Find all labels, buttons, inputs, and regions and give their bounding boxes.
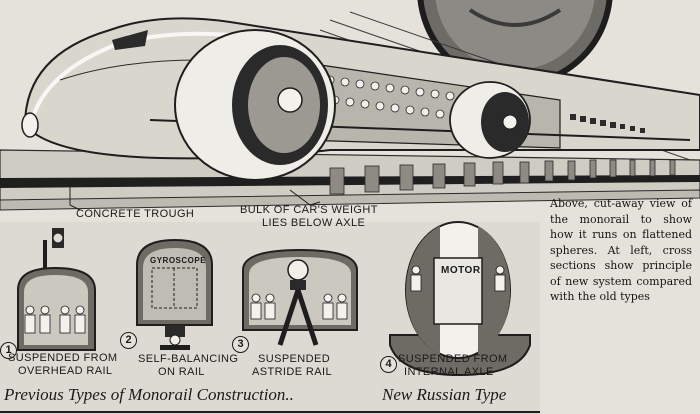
diagram-3-label-line1: SUSPENDED <box>258 353 331 365</box>
diagram-4-label-line2: INTERNAL AXLE <box>404 366 494 378</box>
previous-types-caption: Previous Types of Monorail Construction.… <box>4 385 294 404</box>
diagram-1-overhead-rail <box>17 228 96 351</box>
concrete-trough-label: CONCRETE TROUGH <box>76 208 195 220</box>
diagram-number-3: 3 <box>232 336 249 353</box>
diagram-2-label-line2: ON RAIL <box>158 366 205 378</box>
diagram-number-4: 4 <box>380 356 397 373</box>
description-text: Above, cut-away view of the monorail to … <box>550 197 692 303</box>
diagram-1-label-line2: OVERHEAD RAIL <box>18 365 113 377</box>
diagram-4-internal-axle <box>389 221 531 377</box>
concrete-trough <box>0 149 700 211</box>
monorail-car <box>21 17 700 181</box>
new-russian-type-caption: New Russian Type <box>382 385 507 404</box>
diagram-3-astride-rail <box>242 248 358 346</box>
diagram-2-label-line1: SELF-BALANCING <box>138 353 239 365</box>
diagram-3-label-line2: ASTRIDE RAIL <box>252 366 332 378</box>
diagram-number-2: 2 <box>120 332 137 349</box>
motor-inner-label: MOTOR <box>441 265 481 276</box>
gyroscope-inner-label: GYROSCOPE <box>150 256 207 265</box>
diagram-2-gyroscope <box>136 238 213 350</box>
car-weight-label-line1: BULK OF CAR'S WEIGHT <box>240 204 378 216</box>
car-weight-label-line2: LIES BELOW AXLE <box>262 217 366 229</box>
diagram-4-label-line1: SUSPENDED FROM <box>398 353 508 365</box>
diagram-number-1: 1 <box>0 342 17 359</box>
diagram-1-label-line1: SUSPENDED FROM <box>8 352 118 364</box>
